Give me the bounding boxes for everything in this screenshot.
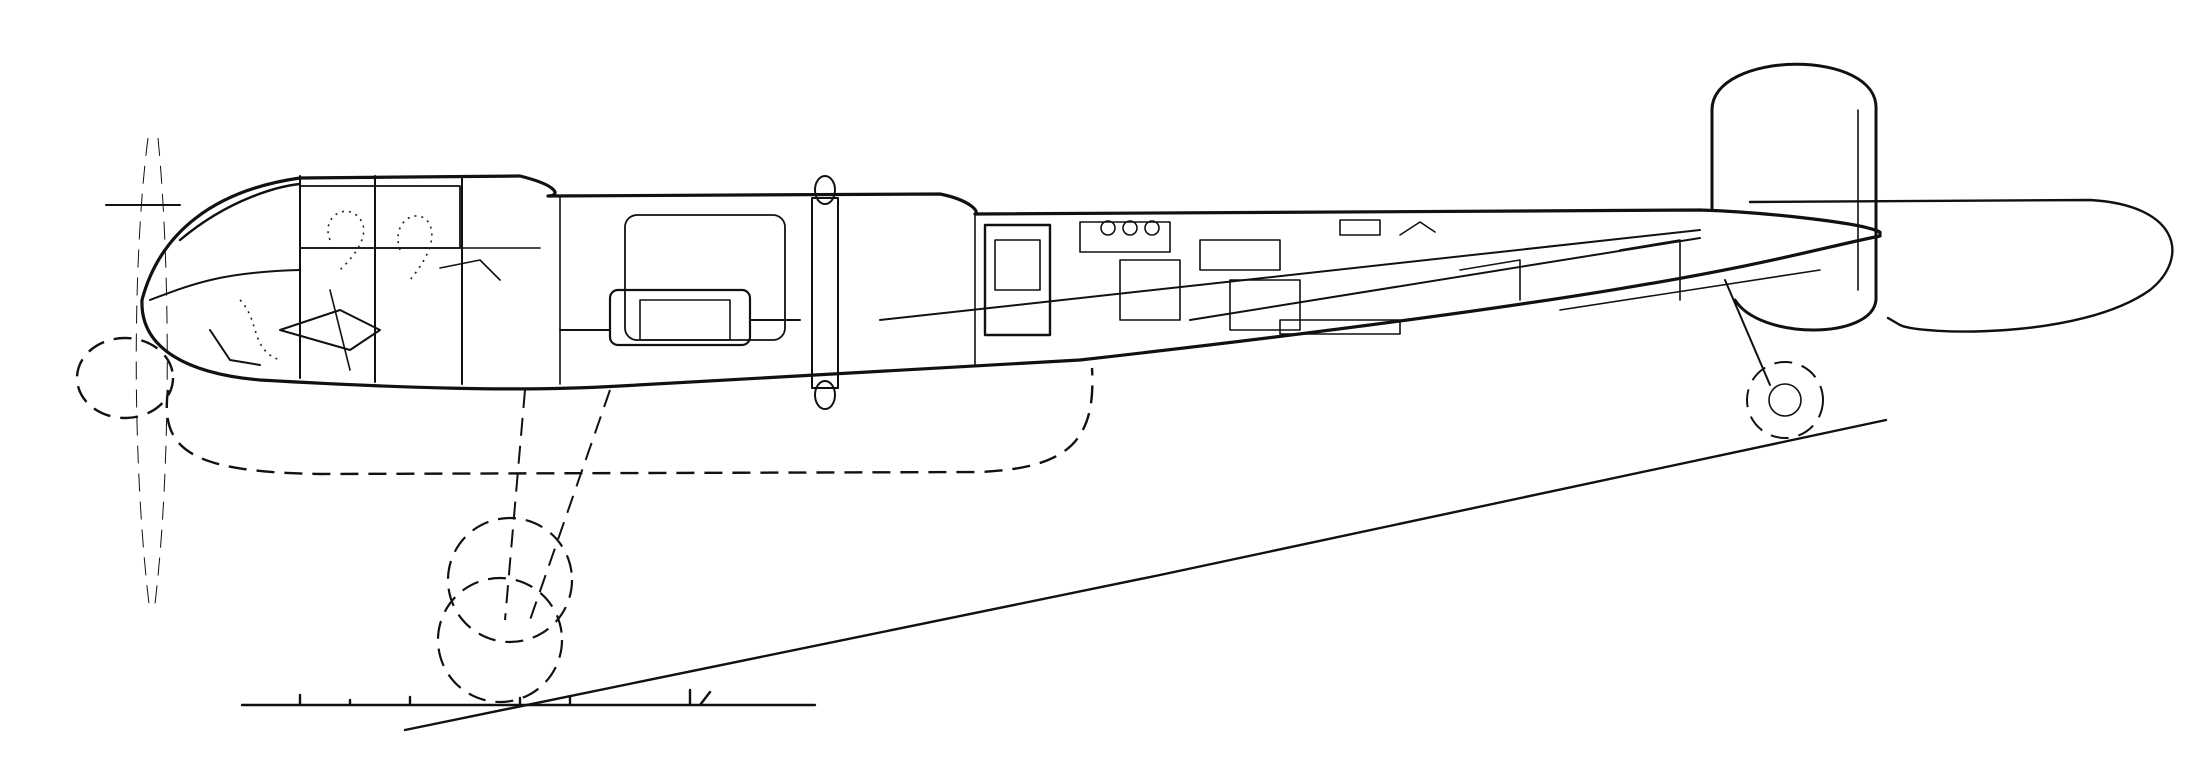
main-landing-gear-icon	[436, 389, 611, 704]
vertical-tail-fin	[1710, 62, 1878, 332]
fuselage-outline	[140, 174, 1882, 391]
propeller-icon	[105, 137, 181, 613]
tail-wheel-icon	[1724, 279, 1824, 439]
nose-spinner-outline	[75, 336, 175, 420]
crew-figure	[239, 210, 433, 361]
mid-propeller-icon	[811, 175, 839, 410]
control-rods	[879, 229, 1821, 321]
cockpit-controls	[209, 259, 501, 371]
scale-bar	[240, 688, 817, 707]
ground-line	[403, 418, 1888, 732]
canopy-frame	[178, 182, 461, 249]
ventral-fairing-outline	[165, 367, 1094, 476]
equipment-bay	[983, 219, 1436, 337]
engine-block	[559, 214, 801, 347]
horizontal-stabilizer-outline	[1748, 198, 2174, 333]
